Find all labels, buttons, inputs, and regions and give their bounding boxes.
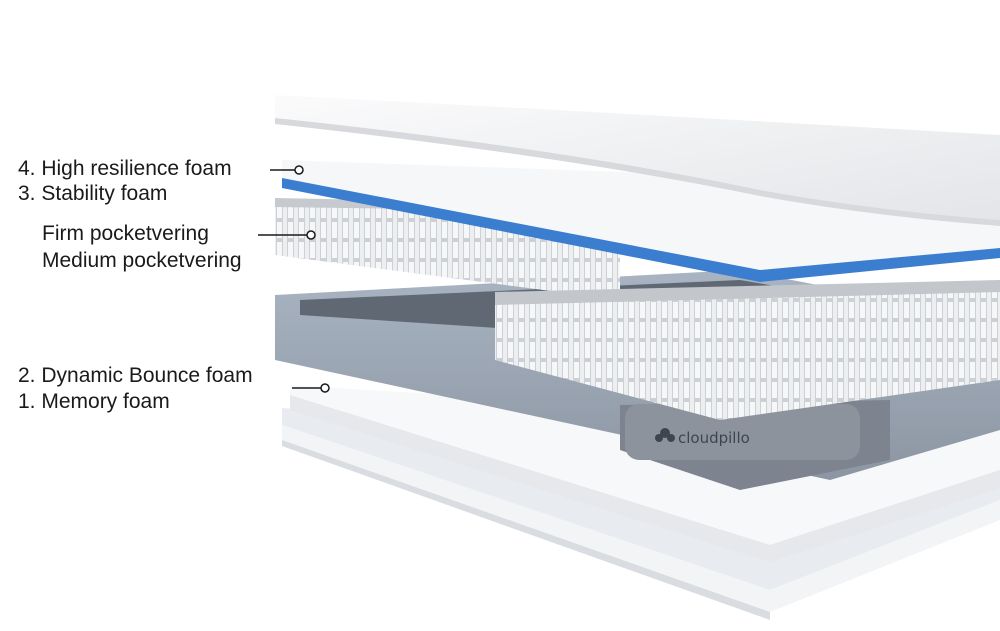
label-stability-foam: 3. Stability foam bbox=[18, 182, 168, 205]
label-firm-pocketvering: Firm pocketvering bbox=[42, 222, 209, 245]
label-high-resilience-foam: 4. High resilience foam bbox=[18, 157, 232, 180]
brand-badge: cloudpillo bbox=[655, 428, 750, 447]
pointer-dynamic-bounce bbox=[292, 383, 330, 393]
pointer-high-resilience bbox=[270, 165, 304, 175]
label-dynamic-bounce-foam: 2. Dynamic Bounce foam bbox=[18, 364, 253, 387]
label-memory-foam: 1. Memory foam bbox=[18, 390, 170, 413]
pointer-pocketvering bbox=[258, 230, 316, 240]
high-resilience-foam-layer bbox=[275, 95, 1000, 226]
brand-name: cloudpillo bbox=[678, 429, 750, 447]
label-medium-pocketvering: Medium pocketvering bbox=[42, 249, 242, 272]
